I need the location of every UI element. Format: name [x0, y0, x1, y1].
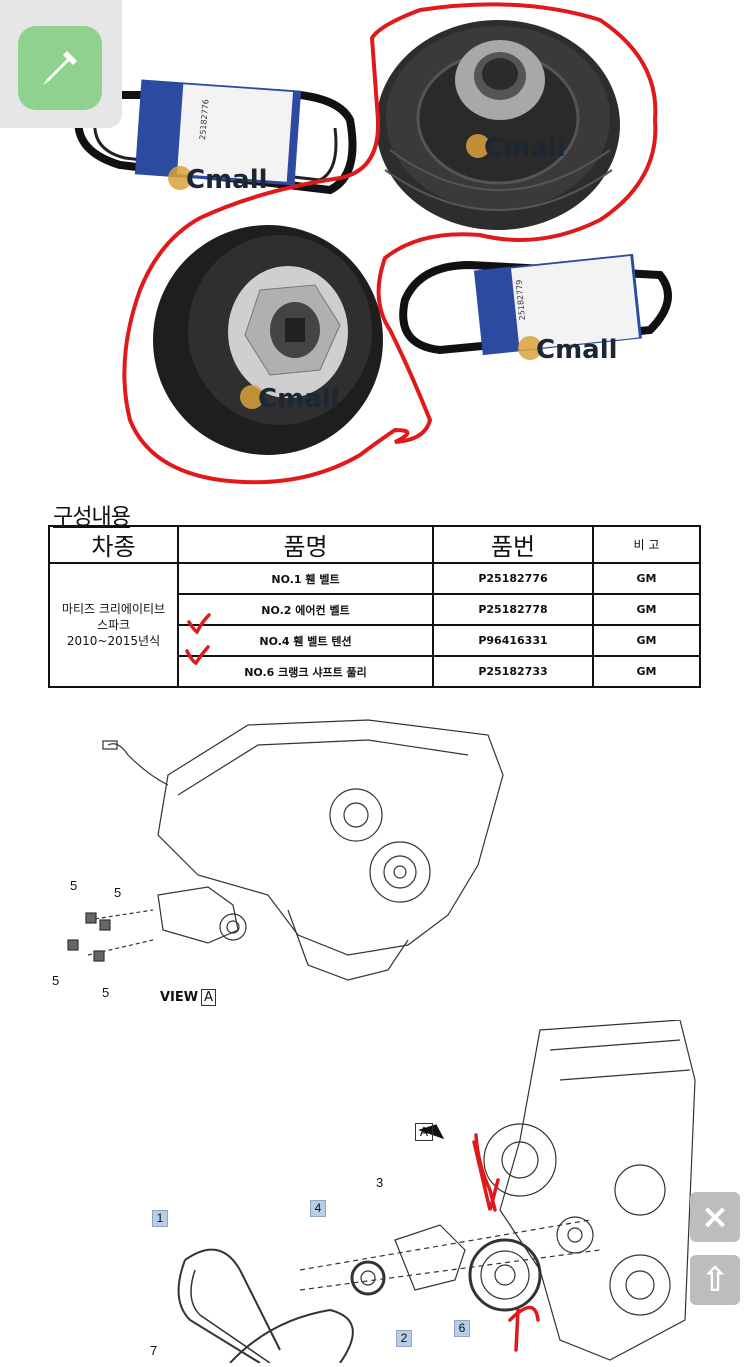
- engine-diagram-2-drawing: [177, 1019, 696, 1364]
- belt-label-code: 25182776: [198, 99, 211, 140]
- close-button[interactable]: ×: [690, 1192, 740, 1242]
- callout-1: 1: [152, 1210, 168, 1227]
- callout-4: 4: [310, 1200, 326, 1217]
- part-name-cell: NO.2 에어컨 벨트: [177, 593, 434, 626]
- part-number-cell: P96416331: [432, 624, 594, 657]
- watermark-4: Cmall: [258, 384, 340, 414]
- part-name-cell: NO.4 휀 벨트 텐션: [177, 624, 434, 657]
- pip-overlay-button[interactable]: [0, 0, 122, 128]
- table-row: NO.4 휀 벨트 텐션 P96416331 GM: [49, 624, 701, 657]
- table-header-row: 차종 품명 품번 비 고: [48, 525, 701, 564]
- part-name-cell: NO.6 크랭크 샤프트 풀리: [177, 655, 434, 688]
- fan-belt-image: 25182776: [74, 79, 357, 195]
- callout-6: 6: [454, 1320, 470, 1337]
- callout-2: 2: [396, 1330, 412, 1347]
- watermark-2: Cmall: [484, 133, 566, 163]
- note-cell: GM: [592, 655, 701, 688]
- note-cell: GM: [592, 624, 701, 657]
- scroll-up-button[interactable]: ⇧: [690, 1255, 740, 1305]
- crank-pulley-image-top: [376, 20, 620, 230]
- part-number-cell: P25182776: [432, 562, 594, 595]
- note-cell: GM: [592, 562, 701, 595]
- header-car: 차종: [48, 525, 179, 564]
- header-note: 비 고: [592, 525, 701, 564]
- car-model-line-2: 스파크: [96, 618, 131, 632]
- belt-label-code-2: 25182779: [514, 279, 527, 320]
- view-box: A: [201, 989, 217, 1006]
- table-row: 마티즈 크리에이티브 스파크 2010~2015년식 NO.1 휀 벨트 P25…: [48, 562, 701, 688]
- bolt-label: 5: [114, 885, 121, 900]
- watermark-3: Cmall: [536, 335, 618, 365]
- close-icon: ×: [700, 1197, 730, 1237]
- damper-pulley-image: [153, 225, 383, 455]
- note-cell: GM: [592, 593, 701, 626]
- header-part: 품번: [432, 525, 594, 564]
- product-photo: 25182776 25182779: [0, 0, 750, 495]
- eyedropper-button[interactable]: [18, 26, 102, 110]
- bolt-label: 5: [52, 973, 59, 988]
- engine-diagram-2: A 1 4 3 2 6 7: [140, 1019, 700, 1364]
- part-name-cell: NO.1 휀 벨트: [177, 562, 434, 595]
- ac-belt-image: 25182779: [399, 253, 672, 356]
- view-arrow-label: A: [415, 1123, 433, 1141]
- car-model-cell: 마티즈 크리에이티브 스파크 2010~2015년식: [48, 562, 179, 688]
- product-photo-drawing: 25182776 25182779: [74, 2, 672, 485]
- engine-diagram-1: 5 5 5 5: [48, 715, 508, 1010]
- part-number-cell: P25182778: [432, 593, 594, 626]
- red-check-mark-1: [187, 613, 211, 635]
- callout-3: 3: [376, 1175, 384, 1190]
- cmall-watermark: Cmall Cmall Cmall Cmall: [168, 133, 618, 414]
- header-name: 품명: [177, 525, 434, 564]
- bolt-label: 5: [70, 878, 77, 893]
- red-annotation-outline: [122, 2, 658, 485]
- part-number-cell: P25182733: [432, 655, 594, 688]
- arrow-up-icon: ⇧: [700, 1260, 730, 1300]
- callout-7: 7: [150, 1343, 158, 1358]
- table-row: NO.6 크랭크 샤프트 풀리 P25182733 GM: [49, 655, 701, 688]
- view-text: VIEW: [160, 990, 199, 1005]
- eyedropper-icon: [43, 51, 77, 85]
- table-row: NO.2 에어컨 벨트 P25182778 GM: [49, 593, 701, 626]
- car-model-line-3: 2010~2015년식: [66, 634, 161, 648]
- bolt-label: 5: [102, 985, 109, 1000]
- red-check-mark-2: [185, 645, 210, 666]
- spec-table: 차종 품명 품번 비 고 마티즈 크리에이티브 스파크 2010~2015년식 …: [48, 525, 701, 688]
- engine-diagram-1-drawing: 5 5 5 5: [52, 719, 504, 1000]
- car-model-line-1: 마티즈 크리에이티브: [61, 602, 166, 616]
- watermark-1: Cmall: [186, 165, 268, 195]
